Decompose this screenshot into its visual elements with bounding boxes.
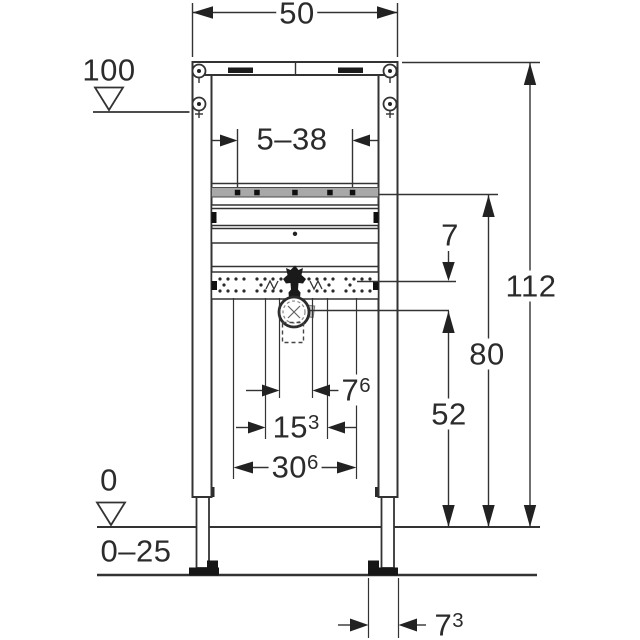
dim-spacing-large-value: 30 xyxy=(271,449,308,485)
dim-5-38-lines xyxy=(211,129,379,187)
dim-width-top-label: 50 xyxy=(276,0,318,29)
dim-foot-width-sup: 3 xyxy=(452,608,464,632)
dim-upper-level-label: 100 xyxy=(79,54,139,86)
dim-spacing-medium-sup: 3 xyxy=(308,410,320,434)
reference-leaders xyxy=(310,61,540,312)
dim-rail-height-label: 80 xyxy=(466,338,508,370)
dim-floor-level-label: 0 xyxy=(97,464,121,496)
drain-bracket xyxy=(283,265,306,299)
dim-spacing-medium-label: 153 xyxy=(269,409,323,445)
dim-spacing-medium-value: 15 xyxy=(272,409,309,445)
level-marker-0 xyxy=(95,501,127,527)
dim-spacing-large-sup: 6 xyxy=(307,450,319,474)
rail-screws xyxy=(191,63,398,118)
frame-feet xyxy=(189,560,398,576)
dim-foot-width-label: 73 xyxy=(431,607,467,640)
dim-spacing-large-label: 306 xyxy=(268,449,322,485)
dim-spacing-small-label: 76 xyxy=(338,372,374,408)
dim-tap-rail-range-label: 5–38 xyxy=(253,123,331,155)
dim-7-6-lines xyxy=(246,384,341,397)
dim-foot-width-value: 7 xyxy=(434,607,453,640)
dim-15-3-lines xyxy=(236,421,357,434)
dim-7-3-lines xyxy=(338,578,426,638)
dim-spacing-small-sup: 6 xyxy=(359,373,371,397)
floor-lines xyxy=(97,526,540,577)
outlet-connector xyxy=(277,295,316,344)
dim-gap-label: 7 xyxy=(438,219,462,251)
dim-floor-buildup-label: 0–25 xyxy=(97,535,175,567)
rail-slot-marks xyxy=(234,189,356,196)
crossbars xyxy=(210,182,380,268)
dim-spacing-small-value: 7 xyxy=(341,372,360,408)
dim-total-height-label: 112 xyxy=(502,270,560,302)
dim-52-and-7-lines xyxy=(442,251,455,527)
dim-outlet-height-label: 52 xyxy=(428,398,470,430)
outlet-dashed-box xyxy=(281,321,305,344)
plate-holes xyxy=(218,277,372,293)
level-marker-100 xyxy=(93,86,190,113)
